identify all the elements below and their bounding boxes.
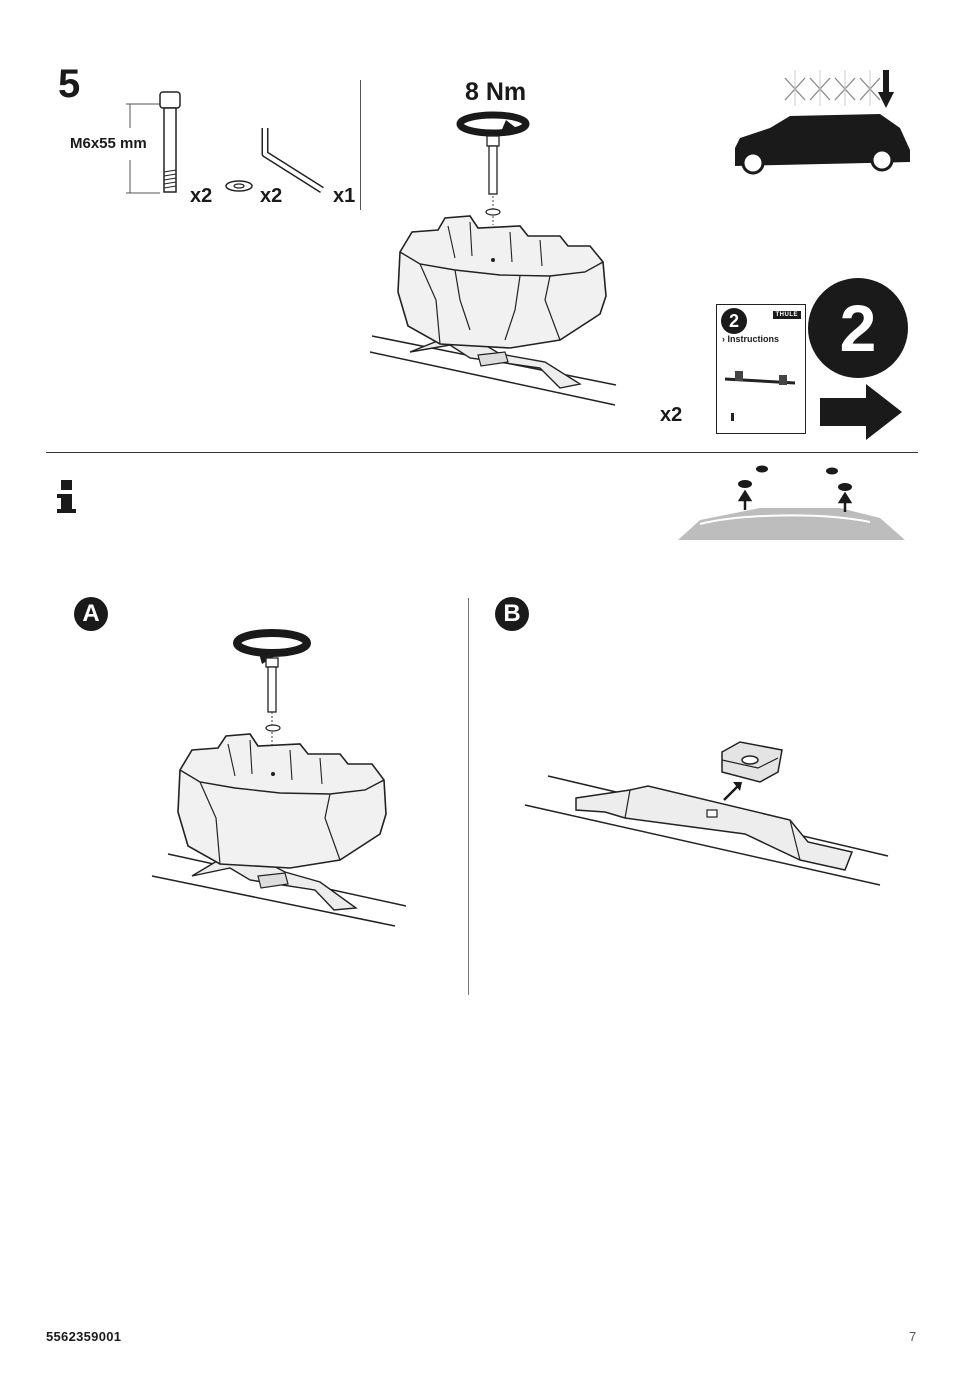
torque-arrow-icon [456, 111, 530, 137]
bolt-size-label: M6x55 mm [70, 135, 147, 152]
torque-value: 8 Nm [465, 78, 527, 106]
roof-bar-icon [724, 371, 796, 421]
option-a-badge: A [74, 597, 108, 631]
booklet-number: 2 [721, 308, 747, 334]
next-step-number: 2 [808, 278, 908, 378]
washer-quantity: x2 [260, 185, 283, 207]
page-number: 7 [909, 1329, 917, 1344]
document-number: 5562359001 [46, 1329, 122, 1344]
section-divider [46, 452, 918, 453]
booklet-quantity: x2 [660, 404, 683, 426]
upward-arrow-icon [737, 489, 853, 512]
bolt-quantity: x2 [190, 185, 213, 207]
option-b-badge: B [495, 597, 529, 631]
booklet-title: › Instructions [722, 334, 780, 344]
booklet-brand-logo: THULE [772, 311, 801, 319]
load-down-arrow-icon [878, 70, 894, 108]
divider-vertical-options [468, 598, 469, 995]
torque-arrow-icon [233, 629, 311, 664]
instructions-booklet: 2 THULE › Instructions [716, 304, 806, 434]
upward-arrow-icon [723, 782, 742, 801]
hex-key-quantity: x1 [333, 185, 356, 207]
step-number: 5 [58, 62, 81, 106]
divider-vertical-top [360, 80, 361, 210]
